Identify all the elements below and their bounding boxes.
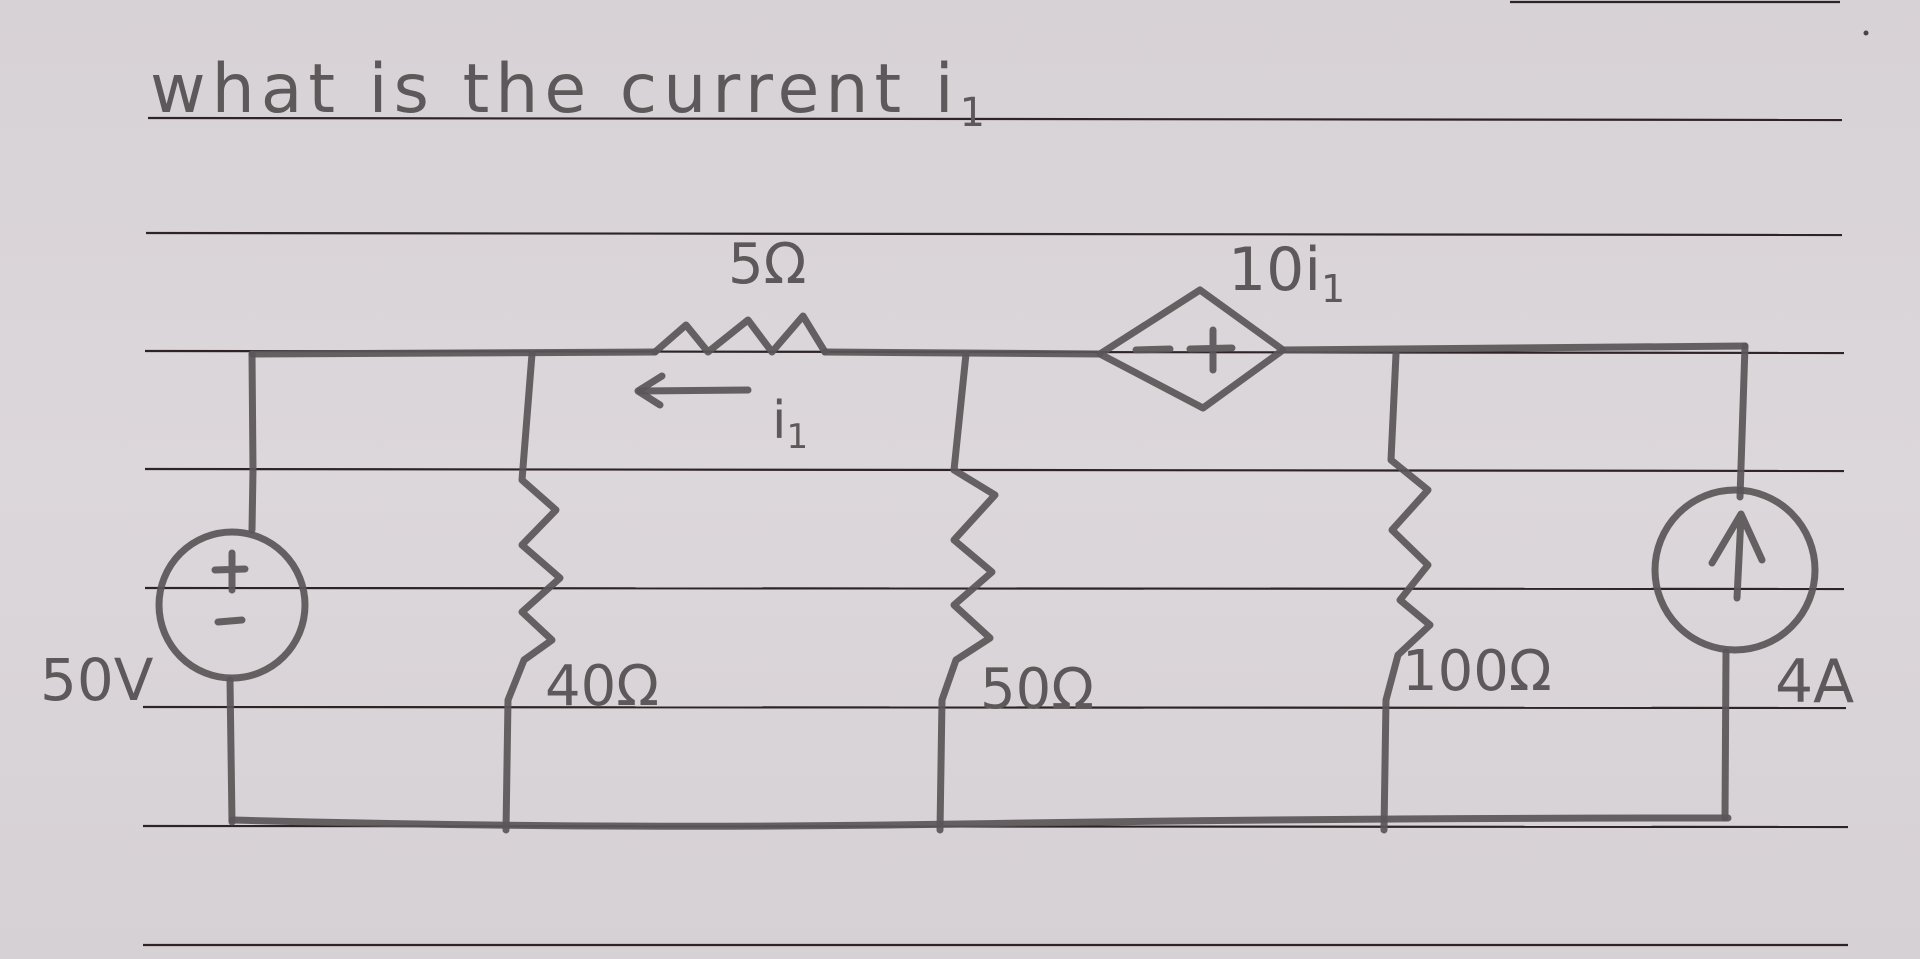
resistor-label-50: 50Ω xyxy=(980,657,1094,722)
plus-sign-icon xyxy=(211,549,249,594)
shunt-resistor-100ohm: 100Ω xyxy=(1380,350,1552,834)
paper-speck xyxy=(1863,30,1869,36)
current-i1-arrow: i1 xyxy=(634,372,808,457)
arrow-up-icon xyxy=(1708,510,1766,602)
ruled-lines xyxy=(142,0,1849,947)
minus-sign-icon xyxy=(1132,345,1174,354)
current-source-4a: 4A xyxy=(1651,342,1854,822)
current-source-label: 4A xyxy=(1775,647,1854,717)
minus-sign-icon xyxy=(214,616,246,626)
bottom-wire xyxy=(228,814,1732,830)
series-resistor-label: 5Ω xyxy=(728,232,806,297)
voltage-source-50v: 50V xyxy=(40,350,309,826)
question-text: what is the current i1 xyxy=(150,50,991,136)
shunt-resistor-40ohm: 40Ω xyxy=(502,350,659,834)
arrow-left-icon xyxy=(634,372,666,409)
series-resistor-5ohm: 5Ω xyxy=(651,232,829,356)
plus-sign-icon xyxy=(1186,326,1236,374)
shunt-resistor-50ohm: 50Ω xyxy=(936,350,1094,834)
voltage-source-label: 50V xyxy=(40,646,154,714)
dependent-voltage-source: 10i1 xyxy=(1096,235,1345,412)
resistor-label-40: 40Ω xyxy=(545,654,659,719)
dependent-source-label: 10i1 xyxy=(1228,235,1345,311)
top-wire xyxy=(248,342,1749,358)
resistor-label-100: 100Ω xyxy=(1402,639,1552,704)
current-label: i1 xyxy=(772,391,808,457)
